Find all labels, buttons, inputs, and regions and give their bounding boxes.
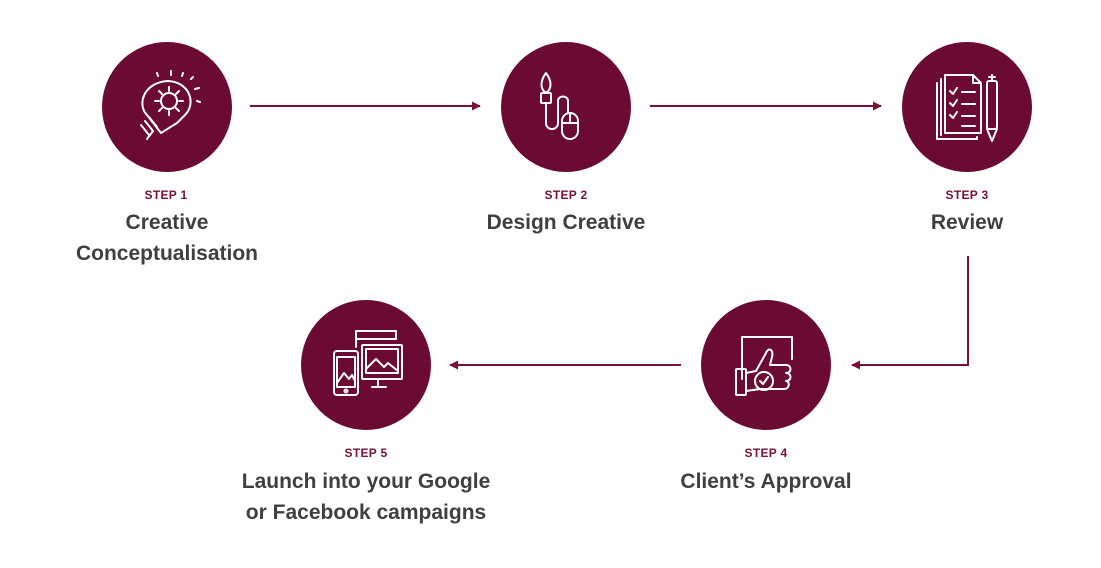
brush-mouse-icon [540, 72, 579, 140]
step-1-label: STEP 1 [144, 188, 188, 202]
arrow-step3-to-step4 [851, 256, 969, 370]
step-1-title-line-1: Creative [125, 211, 209, 234]
step-1-title-line-2: Conceptualisation [75, 242, 259, 265]
step-5-title-line-1: Launch into your Google [241, 470, 491, 493]
step-4-label: STEP 4 [744, 446, 788, 460]
step-2-title-line-1: Design Creative [486, 211, 646, 234]
step-5-circle [301, 300, 431, 430]
step-4-title-line-1: Client’s Approval [680, 470, 852, 493]
checklist-pen-icon [936, 74, 998, 142]
thumbs-up-check-icon [735, 336, 793, 396]
step-4-title: Client’s Approval [586, 466, 946, 497]
step-2-label: STEP 2 [544, 188, 588, 202]
step-5-label: STEP 5 [344, 446, 388, 460]
step-1-circle [102, 42, 232, 172]
step-2-title: Design Creative [386, 207, 746, 238]
step-2-circle [501, 42, 631, 172]
step-3-title: Review [787, 207, 1101, 238]
step-5-title-line-2: or Facebook campaigns [245, 501, 487, 524]
step-3-label: STEP 3 [945, 188, 989, 202]
step-1-title: Creative Conceptualisation [0, 207, 347, 269]
devices-icon [333, 330, 403, 396]
step-3-circle [902, 42, 1032, 172]
step-4-circle [701, 300, 831, 430]
lightbulb-gear-icon [140, 70, 201, 140]
step-3-title-line-1: Review [930, 211, 1004, 234]
step-5-title: Launch into your Google or Facebook camp… [186, 466, 546, 528]
